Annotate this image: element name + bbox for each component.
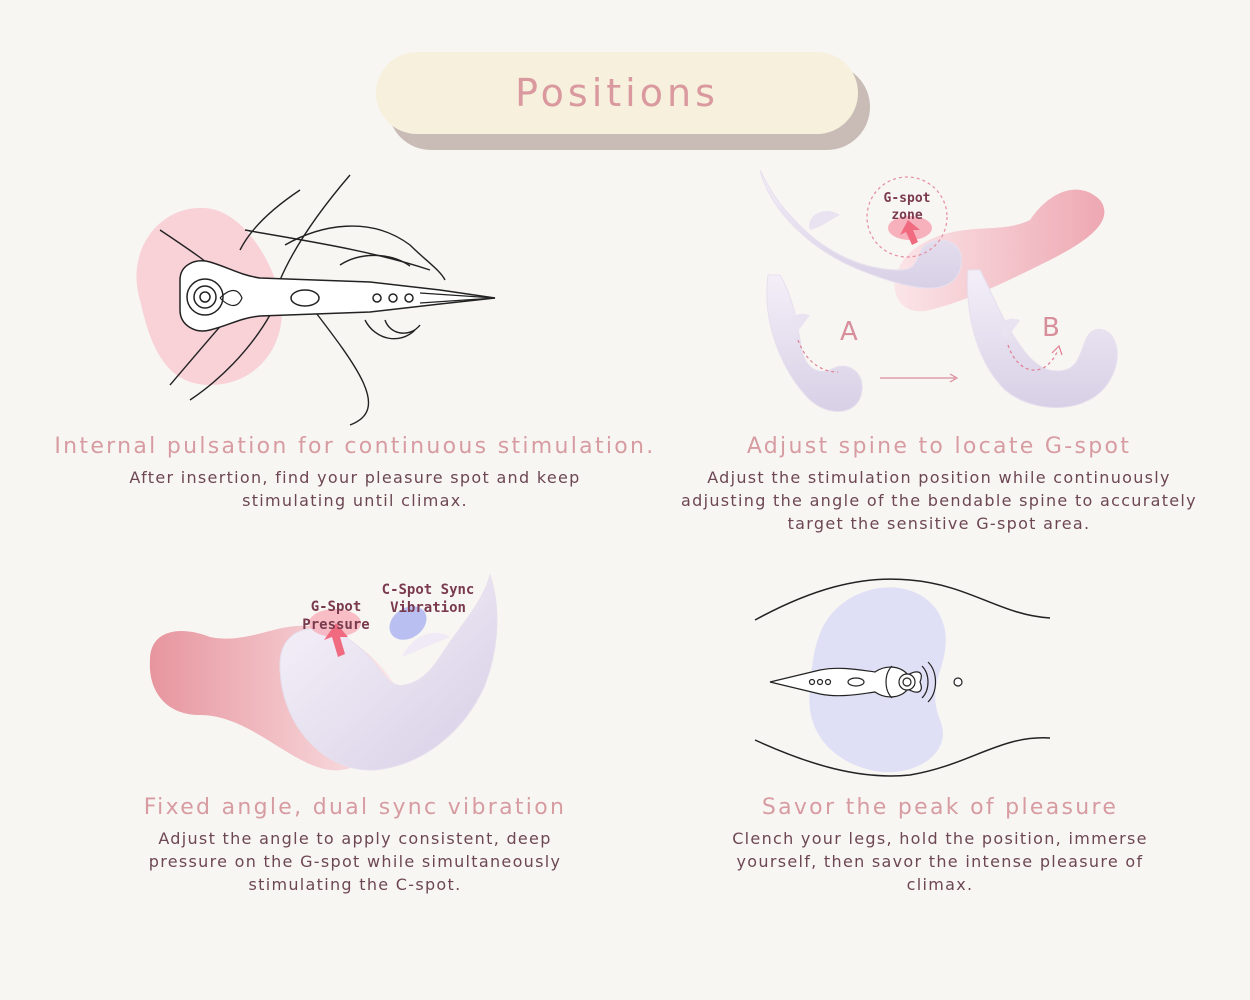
g-spot-zone-label-2: zone (891, 208, 922, 223)
caption-internal-pulsation: Internal pulsation for continuous stimul… (40, 434, 670, 512)
illustration-internal-pulsation (120, 170, 520, 430)
caption-adjust-spine: Adjust spine to locate G-spot Adjust the… (664, 434, 1214, 535)
g-spot-label-2: Pressure (302, 617, 369, 633)
leg-upper-line (754, 578, 1051, 621)
page-title: Positions (515, 71, 719, 115)
arrow-up-icon (900, 220, 920, 245)
arrow-up-icon (324, 623, 348, 657)
device-a (766, 274, 863, 412)
g-spot-blob (309, 609, 361, 637)
g-spot-zone-ring (866, 176, 948, 258)
caption-title: Adjust spine to locate G-spot (746, 434, 1132, 459)
c-spot-label-1: C-Spot Sync (382, 582, 475, 598)
caption-title: Savor the peak of pleasure (761, 795, 1119, 820)
illustration-dual-sync: G-Spot Pressure C-Spot Sync Vibration (140, 565, 510, 780)
header-pill: Positions (376, 52, 858, 134)
caption-savor-peak: Savor the peak of pleasure Clench your l… (690, 795, 1190, 896)
caption-dual-sync: Fixed angle, dual sync vibration Adjust … (100, 795, 610, 896)
position-b-label: B (1042, 313, 1060, 343)
position-a-label: A (840, 317, 858, 347)
caption-title: Internal pulsation for continuous stimul… (54, 434, 656, 459)
g-spot-zone-label-1: G-spot (884, 191, 931, 206)
caption-title: Fixed angle, dual sync vibration (143, 795, 567, 820)
c-spot-vibration-blob (389, 606, 427, 640)
illustration-adjust-spine: G-spot zone A B (750, 160, 1130, 425)
point-marker (953, 677, 963, 687)
caption-body: Clench your legs, hold the position, imm… (732, 829, 1148, 894)
caption-body: Adjust the stimulation position while co… (681, 468, 1197, 533)
caption-body: After insertion, find your pleasure spot… (129, 468, 581, 510)
header-banner: Positions (376, 52, 874, 152)
g-spot-label-1: G-Spot (311, 599, 362, 615)
illustration-savor-peak (750, 570, 1060, 785)
caption-body: Adjust the angle to apply consistent, de… (148, 829, 562, 894)
device-top (759, 169, 962, 289)
leg-lower-line (754, 737, 1051, 777)
device-b (967, 269, 1118, 409)
device-body (279, 573, 498, 771)
c-spot-label-2: Vibration (390, 600, 466, 616)
